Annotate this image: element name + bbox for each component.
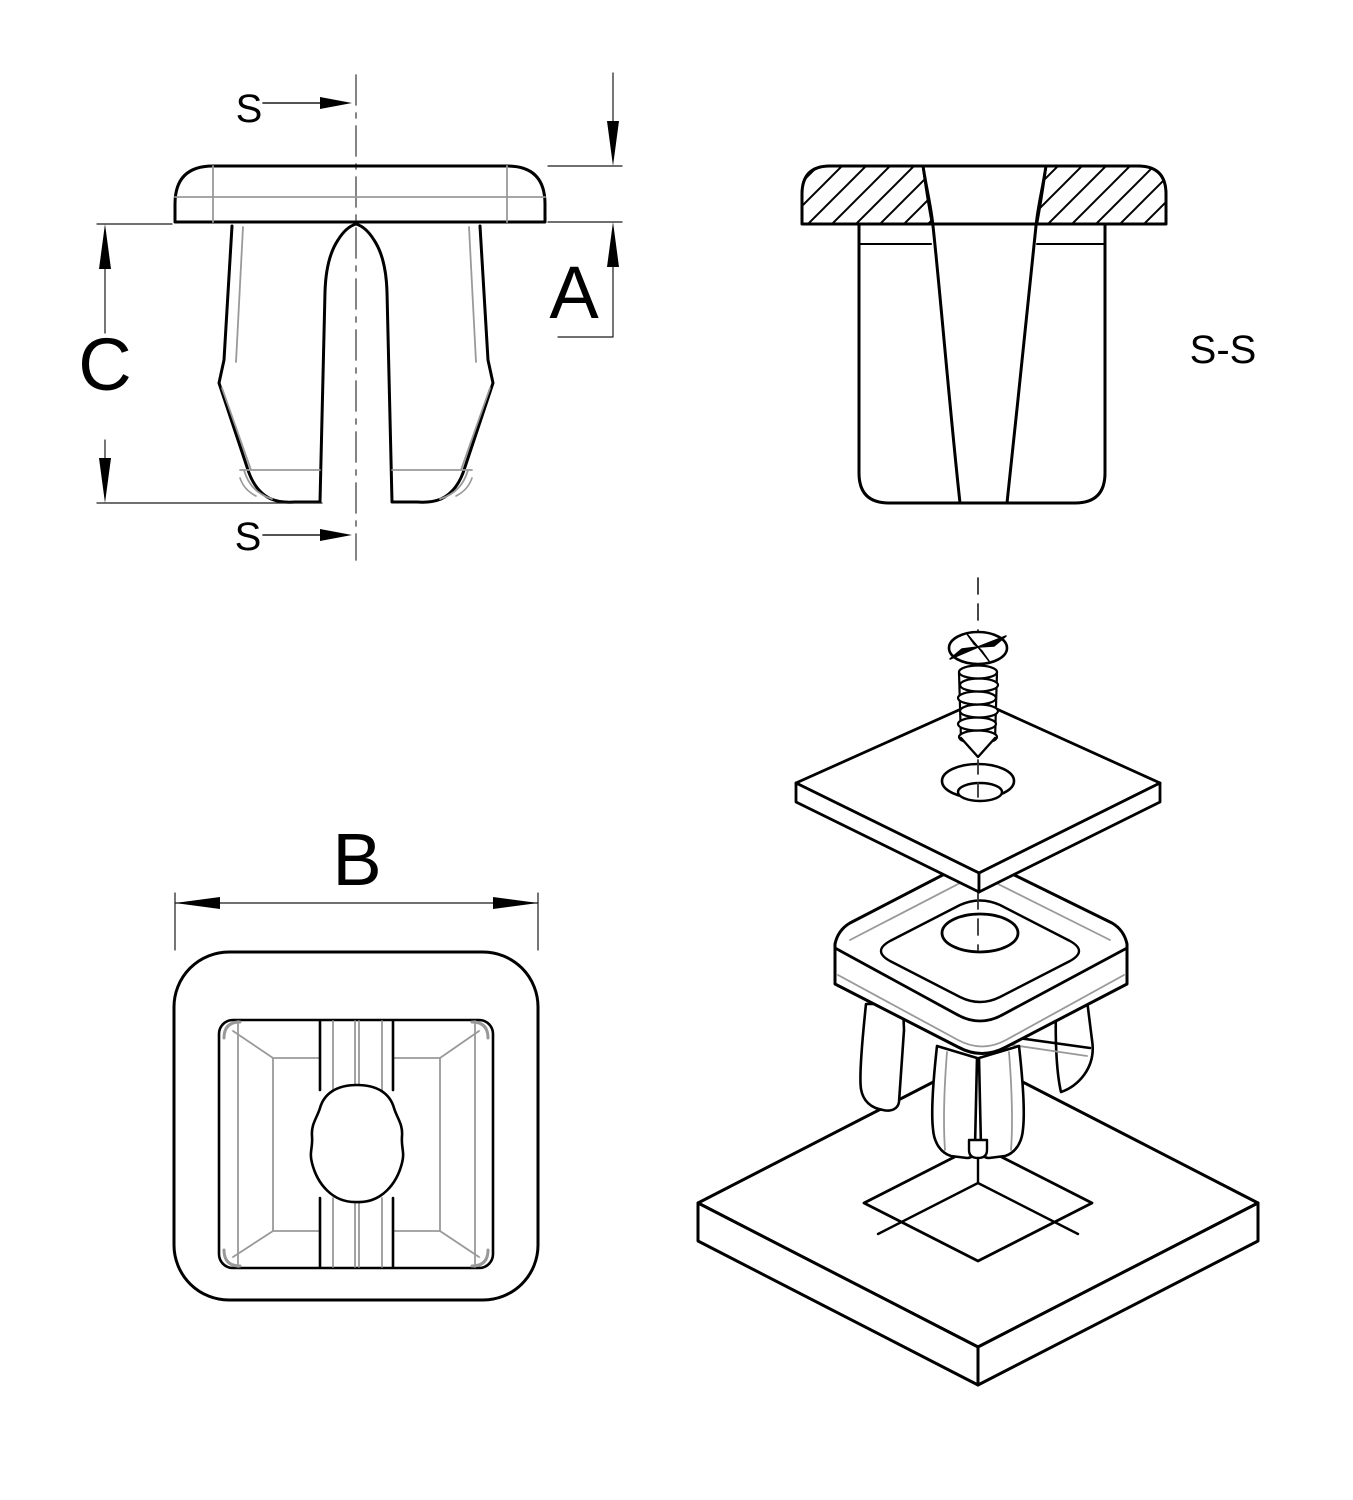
- plate-countersink-inner: [956, 781, 1004, 803]
- dim-c-arrow-up: [99, 224, 111, 269]
- dim-c-label: C: [78, 323, 131, 406]
- phillips-cross-icon: [949, 633, 1007, 662]
- bottom-view-body-outline: [217, 1018, 495, 1270]
- dim-a-arrow-down: [607, 121, 619, 166]
- left-barb-tangent: [221, 387, 252, 471]
- panel-square-hole: [862, 1143, 1094, 1263]
- screw-thread-4: [958, 703, 1000, 719]
- leg-tip: [967, 1138, 989, 1160]
- right-leg-tangent: [468, 226, 477, 363]
- screw: [947, 630, 1009, 759]
- section-arrow-bottom-head: [320, 529, 352, 541]
- section-cap-hatch-right: [1035, 164, 1168, 226]
- right-leg-outline: [354, 222, 495, 504]
- left-foot-arc-2: [239, 477, 257, 497]
- leg-front-left-tangent: [943, 1051, 948, 1151]
- screw-thread-2: [958, 677, 1000, 693]
- right-barb-tangent: [460, 387, 491, 471]
- screw-thread-1: [957, 664, 999, 680]
- plate-side-right: [977, 781, 1162, 894]
- leg-front-right-tangent: [1008, 1051, 1013, 1151]
- cap-side-tangent: [837, 974, 1125, 1048]
- clip-cap-iso: [833, 860, 1129, 1055]
- bottom-view: B: [172, 818, 540, 1302]
- dim-a-label: A: [549, 251, 599, 334]
- side-view: S S A: [78, 72, 623, 561]
- panel-hole-inner-edges: [876, 1181, 1080, 1236]
- section-vhole-right: [1005, 164, 1048, 505]
- section-arrow-top-head: [320, 97, 352, 109]
- dim-a-line-bottom: [557, 266, 614, 338]
- section-cap-outline: [800, 164, 1168, 226]
- panel-side-right: [976, 1201, 1260, 1387]
- bv-center-hub: [309, 1083, 405, 1204]
- cap-screw-hole: [940, 912, 1020, 954]
- screw-thread-5: [956, 716, 998, 732]
- washer-plate: [794, 699, 1162, 894]
- right-foot-arc: [439, 469, 469, 500]
- dimension-b: B: [174, 818, 539, 951]
- screw-tip: [959, 736, 997, 759]
- cap-plateau-edge: [879, 899, 1081, 1004]
- dimension-c: C: [78, 223, 323, 504]
- section-view-title: S-S: [1190, 328, 1257, 372]
- dim-b-label: B: [332, 818, 381, 901]
- left-leg-outline: [217, 222, 358, 504]
- left-foot-arc: [243, 469, 273, 500]
- bottom-view-flange-outline: [172, 950, 540, 1302]
- clip-legs: [859, 990, 1095, 1160]
- cap-top-near-edges: [833, 946, 1129, 1023]
- panel: [696, 1057, 1260, 1387]
- section-marker-top-label: S: [236, 87, 263, 131]
- section-marker-bottom-label: S: [235, 515, 262, 559]
- dim-c-arrow-down: [99, 458, 111, 503]
- leg-back-left: [859, 1002, 906, 1112]
- bv-corner-arcs: [222, 1020, 490, 1268]
- exploded-assembly-view: [696, 577, 1260, 1387]
- bv-corner-diagonals: [232, 1030, 480, 1258]
- screw-thread-3: [956, 690, 998, 706]
- section-view-ss: S-S: [800, 164, 1257, 505]
- section-vhole-left: [921, 164, 962, 505]
- section-cap-hatch-left: [800, 164, 934, 226]
- left-leg-tangent: [235, 226, 244, 363]
- cap-far-edge-tangents: [849, 881, 1111, 941]
- dim-b-arrow-right: [493, 897, 538, 909]
- dimension-a: A: [547, 72, 623, 338]
- dim-b-arrow-left: [175, 897, 220, 909]
- dim-a-arrow-up: [607, 222, 619, 267]
- right-foot-arc-2: [455, 477, 473, 497]
- section-body-outline: [857, 222, 1107, 505]
